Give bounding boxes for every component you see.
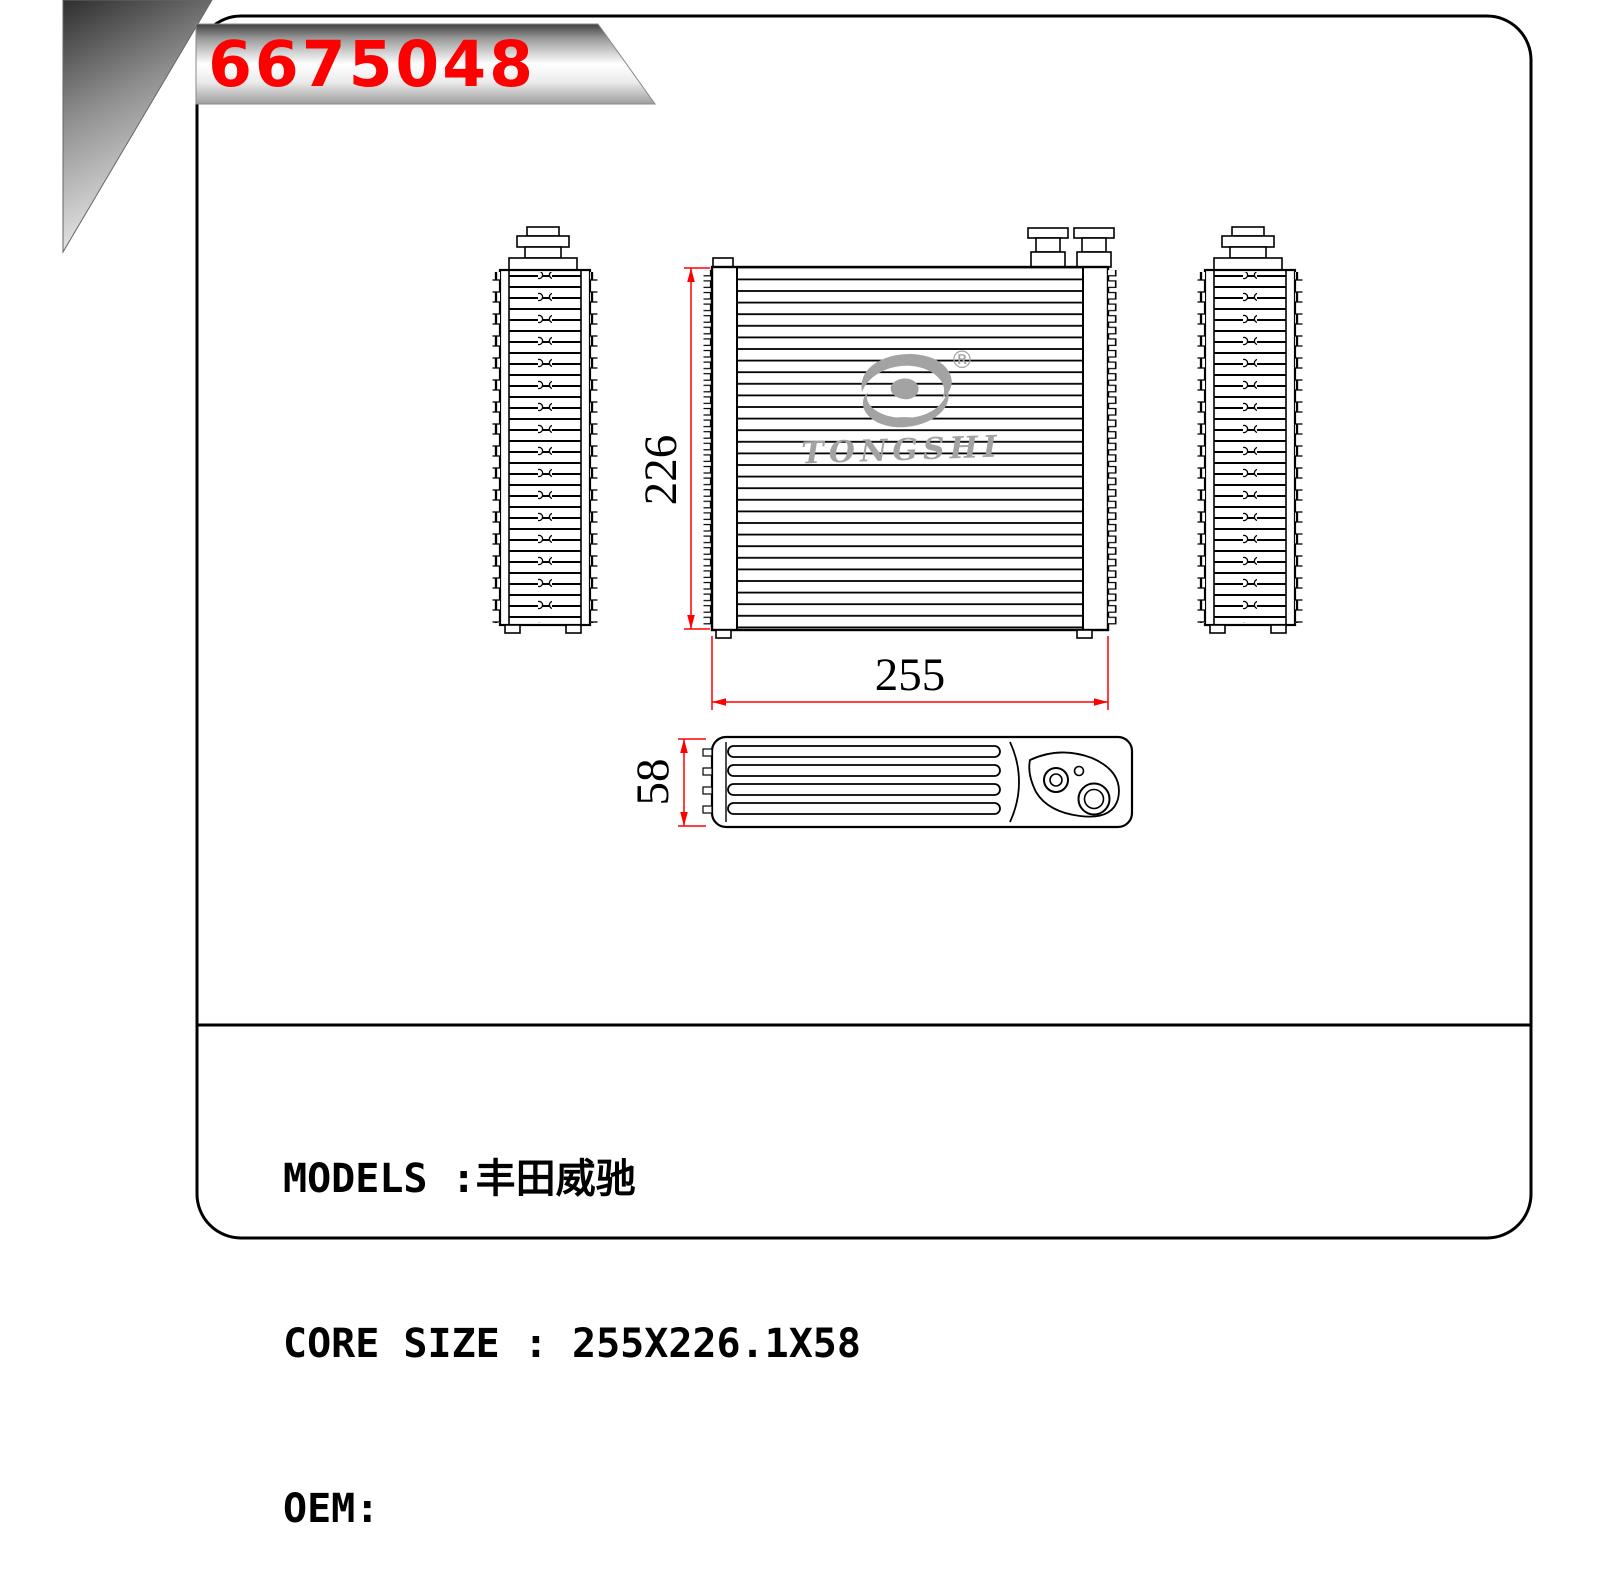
dim-depth-label: 58 [627, 759, 679, 806]
oem-row: OEM: [283, 1482, 861, 1537]
tongshi-logo-text: TONGSHI [801, 430, 1003, 472]
dim-width-label: 255 [875, 649, 946, 701]
models-row: MODELS :丰田威驰 [283, 1152, 861, 1207]
registered-mark-icon: ® [950, 346, 974, 374]
height-dimension: 226 [635, 267, 710, 630]
technical-drawing: 6675048 [62, 0, 1533, 1240]
models-value: 丰田威驰 [475, 1156, 636, 1202]
core-size-row: CORE SIZE : 255X226.1X58 [283, 1317, 861, 1372]
dim-height-label: 226 [635, 435, 687, 506]
page-border [195, 14, 1533, 1240]
tongshi-logo-icon: ® TONGSHI [801, 346, 1003, 471]
part-number: 6675048 [208, 28, 536, 101]
width-dimension: 255 [711, 636, 1109, 710]
oem-label: OEM: [283, 1486, 380, 1532]
core-size-label: CORE SIZE : [283, 1321, 572, 1367]
models-label: MODELS : [283, 1156, 476, 1202]
corner-decoration-triangle [62, 0, 213, 254]
right-side-view [1196, 225, 1304, 635]
spec-block: MODELS :丰田威驰 CORE SIZE : 255X226.1X58 OE… [283, 1042, 861, 1592]
left-side-view [492, 226, 598, 634]
depth-dimension: 58 [627, 738, 706, 827]
part-number-banner: 6675048 [195, 23, 656, 105]
bottom-view [702, 735, 1134, 829]
core-size-value: 255X226.1X58 [571, 1321, 861, 1367]
front-view [703, 227, 1117, 639]
